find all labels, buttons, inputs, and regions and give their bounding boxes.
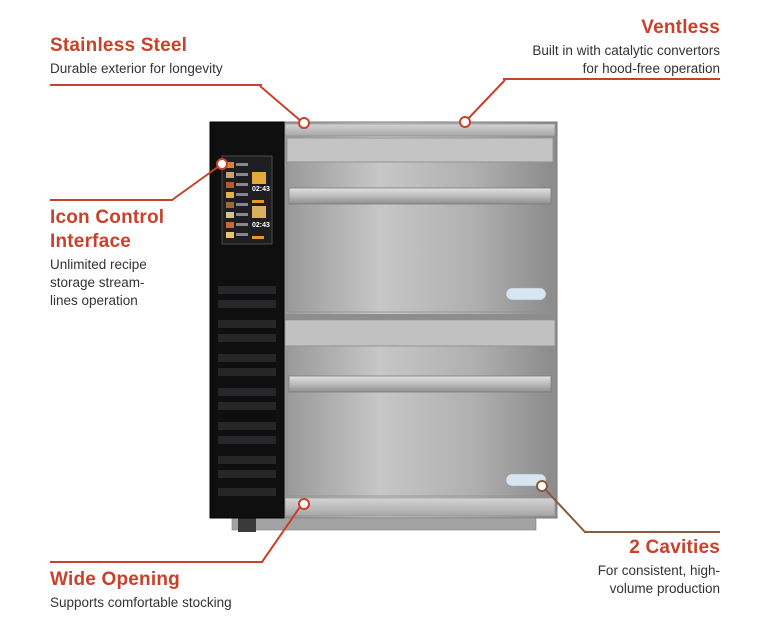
callout-icon-control: Icon Control Interface Unlimited recipe … bbox=[50, 206, 164, 310]
oven-body bbox=[231, 121, 558, 532]
lower-door-badge bbox=[505, 473, 547, 487]
callout-title: Ventless bbox=[641, 17, 720, 38]
callout-title-line: Interface bbox=[50, 231, 132, 252]
callout-2-cavities: 2 Cavities For consistent, high- volume … bbox=[598, 536, 720, 598]
callout-wide-opening: Wide Opening Supports comfortable stocki… bbox=[50, 568, 232, 612]
callout-ventless: Ventless Built in with catalytic convert… bbox=[532, 16, 720, 78]
timer-top: 02:43 bbox=[252, 186, 270, 193]
food-thumbnail-bottom bbox=[252, 206, 266, 218]
ventless-rule bbox=[503, 78, 720, 80]
callout-description-line: lines operation bbox=[50, 293, 138, 308]
food-thumbnail-top bbox=[252, 172, 266, 184]
callout-description-line: Unlimited recipe bbox=[50, 257, 147, 272]
callout-title-line: Icon Control bbox=[50, 207, 165, 228]
callout-description-line: For consistent, high- bbox=[597, 563, 720, 578]
progress-bar-bottom bbox=[252, 236, 264, 239]
lower-door[interactable] bbox=[286, 345, 554, 497]
marker-dots bbox=[216, 116, 548, 510]
callout-description: Built in with catalytic convertors for h… bbox=[532, 42, 720, 78]
panel-vents bbox=[218, 286, 276, 496]
timer-bottom: 02:43 bbox=[252, 222, 270, 229]
callout-description: For consistent, high- volume production bbox=[598, 562, 720, 598]
callout-description: Supports comfortable stocking bbox=[50, 595, 232, 610]
callout-title: Wide Opening bbox=[50, 569, 180, 590]
callout-description: Unlimited recipe storage stream- lines o… bbox=[50, 256, 164, 310]
callout-title: 2 Cavities bbox=[629, 537, 720, 558]
upper-door-handle[interactable] bbox=[288, 187, 552, 205]
callout-description: Durable exterior for longevity bbox=[50, 61, 223, 76]
stainless-rule bbox=[50, 84, 262, 86]
callout-description-line: Built in with catalytic convertors bbox=[532, 43, 720, 58]
callout-description-line: for hood-free operation bbox=[582, 61, 720, 76]
callout-stainless-steel: Stainless Steel Durable exterior for lon… bbox=[50, 34, 223, 78]
lower-door-handle[interactable] bbox=[288, 375, 552, 393]
progress-bar-top bbox=[252, 200, 264, 203]
callout-description-line: storage stream- bbox=[50, 275, 145, 290]
cavities-rule bbox=[584, 531, 720, 533]
wide-opening-rule bbox=[50, 561, 263, 563]
touch-screen[interactable] bbox=[221, 155, 273, 245]
callout-description-line: volume production bbox=[609, 581, 720, 596]
recipe-list bbox=[226, 162, 248, 238]
callout-title: Stainless Steel bbox=[50, 35, 188, 56]
icon-control-rule bbox=[50, 199, 173, 201]
leader-lines bbox=[171, 79, 586, 563]
callout-title: Icon Control Interface bbox=[50, 206, 164, 254]
upper-door-badge bbox=[505, 287, 547, 301]
upper-door[interactable] bbox=[286, 137, 554, 313]
control-panel bbox=[209, 121, 285, 519]
